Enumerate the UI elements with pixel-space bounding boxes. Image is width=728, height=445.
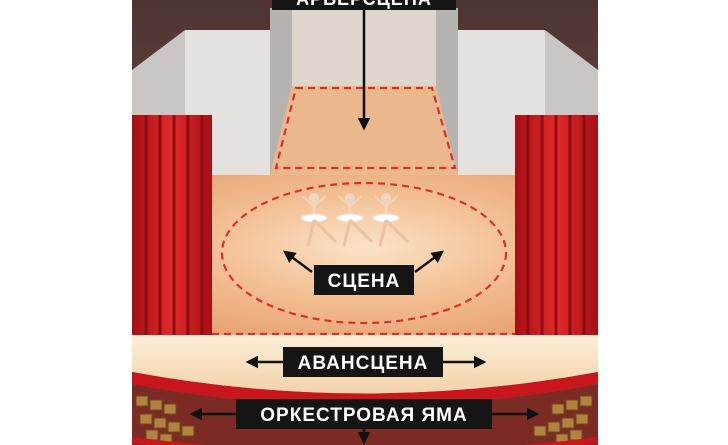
stage-label: СЦЕНА [314,265,414,295]
dancer-2 [336,193,374,247]
right-curtain [515,115,598,341]
orchestra-pit-label-text: ОРКЕСТРОВАЯ ЯМА [260,405,467,426]
dancer-figures [300,193,410,247]
forestage-label-text: АВАНСЦЕНА [298,353,429,374]
forestage-edge [132,372,598,406]
stage-arrow-right [414,250,445,274]
backstage-label-text: АРЬЕРСЦЕНА [296,0,432,9]
orchestra-seats-right [533,395,593,445]
backstage-floor [270,86,458,175]
backstage-outline [274,86,457,170]
left-curtain [132,115,212,341]
backstage-label: АРЬЕРСЦЕНА [272,0,456,10]
dancer-1 [300,193,338,247]
dancer-3 [372,193,410,247]
stage-label-text: СЦЕНА [328,271,401,292]
forestage-label: АВАНСЦЕНА [283,347,443,377]
orchestra-pit-label: ОРКЕСТРОВАЯ ЯМА [236,399,492,429]
stage-outline [220,181,508,325]
orchestra-seats-left [135,395,195,445]
stage-arrow-left [282,250,313,274]
